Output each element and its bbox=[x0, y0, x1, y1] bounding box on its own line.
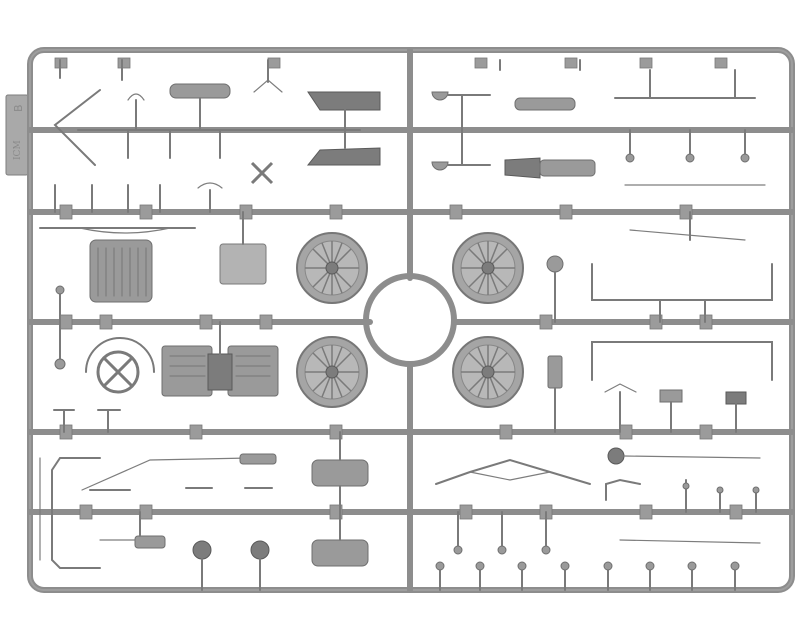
gate-tabs bbox=[54, 57, 743, 520]
horn-body bbox=[514, 97, 576, 111]
small-plate bbox=[659, 389, 683, 403]
wheel-1 bbox=[296, 232, 368, 304]
shovel-bottom bbox=[431, 161, 449, 171]
seat-part-lower bbox=[306, 147, 381, 166]
angled-rod bbox=[53, 89, 101, 166]
fuel-tank-upper bbox=[311, 459, 369, 487]
seat-part-upper bbox=[307, 91, 381, 111]
bottom-right-parts bbox=[435, 511, 761, 591]
top-left-parts bbox=[53, 59, 381, 213]
shovel-top bbox=[431, 91, 449, 101]
ball-left bbox=[192, 540, 212, 560]
small-grille bbox=[725, 391, 747, 405]
channel-upper bbox=[591, 263, 773, 301]
top-right-parts bbox=[431, 59, 766, 241]
round-knob bbox=[546, 255, 564, 273]
lamp-part bbox=[504, 157, 541, 179]
wheel-2 bbox=[452, 232, 524, 304]
small-cylinder bbox=[239, 453, 277, 465]
ball-right bbox=[250, 540, 270, 560]
row4-left-parts bbox=[39, 431, 369, 569]
radiator bbox=[89, 239, 153, 303]
center-runner bbox=[363, 47, 457, 593]
lower-right-parts bbox=[452, 336, 747, 433]
bottom-cylinder bbox=[134, 535, 166, 549]
middle-right-parts bbox=[452, 232, 773, 381]
channel-lower bbox=[591, 341, 773, 381]
small-studs-row bbox=[435, 561, 740, 591]
row4-right-parts bbox=[435, 447, 761, 513]
hood-panel-left bbox=[161, 345, 213, 397]
hood-panel-right bbox=[227, 345, 279, 397]
brand-mark: ICM bbox=[13, 140, 23, 160]
fuel-tank-lower bbox=[311, 539, 369, 567]
front-axle bbox=[435, 458, 591, 485]
sprue-letter: B bbox=[12, 104, 25, 112]
small-box bbox=[219, 243, 267, 285]
block-part bbox=[547, 355, 563, 389]
wheel-4 bbox=[452, 336, 524, 408]
bottom-left-parts bbox=[99, 511, 369, 591]
sprue-id-tag: ICM B bbox=[5, 94, 29, 176]
cylinder-part bbox=[169, 83, 231, 99]
steering-wheel bbox=[96, 350, 140, 394]
hub-knob bbox=[607, 447, 625, 465]
bent-bar bbox=[51, 457, 101, 569]
x-bracket bbox=[250, 161, 274, 185]
fender bbox=[85, 337, 155, 373]
wheel-3 bbox=[296, 336, 368, 408]
lower-left-parts bbox=[53, 321, 368, 433]
middle-left-parts bbox=[39, 211, 368, 323]
